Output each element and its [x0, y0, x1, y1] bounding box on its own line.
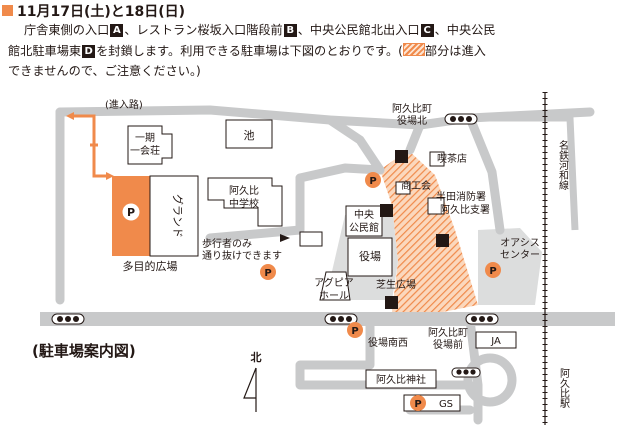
railway-label: 名鉄河和線 — [557, 139, 569, 190]
junior-high-label-1: 阿久比 — [229, 185, 259, 197]
oasis-area-gray — [478, 228, 542, 305]
shrine-label: 阿久比神社 — [376, 373, 426, 386]
north-label: 北 — [251, 350, 262, 364]
road-east — [470, 114, 579, 231]
station-label: 阿久比駅 — [558, 368, 570, 409]
pedestrian-label-2: 通り抜けできます — [202, 249, 282, 262]
intersection-front-label-1: 阿久比町 — [428, 327, 468, 339]
approach-route — [74, 114, 108, 178]
oasis-label-2: センター — [500, 249, 540, 261]
route-arrowhead-1 — [66, 112, 74, 120]
community-center-label-1: 中央 — [354, 208, 374, 221]
multipurpose-field-label: 多目的広場 — [123, 259, 178, 273]
intersection-front-label-2: 役場前 — [433, 338, 463, 351]
parking-marker-label-5: P — [414, 399, 421, 410]
map-title: (駐車場案内図) — [32, 342, 136, 360]
map-badge-b: B — [387, 299, 395, 310]
notice-text-7: 部分は進入 — [424, 43, 486, 58]
chamber-commerce-label: 商工会 — [401, 179, 431, 192]
cafe-label: 喫茶店 — [437, 152, 467, 165]
fire-station-label-1: 半田消防署 — [436, 190, 486, 203]
notice-text-4: 、中央公民 — [434, 23, 496, 37]
ground — [149, 175, 199, 257]
ichigo-label-2: 一会荘 — [130, 144, 160, 157]
key-badge-b: B — [283, 24, 297, 37]
traffic-lights — [51, 113, 499, 378]
road-loop — [463, 353, 517, 407]
notice-text-6: を封鎖します。利用できる駐車場は下図のとおりです。( — [96, 43, 403, 58]
oasis-label-1: オアシス — [500, 237, 540, 249]
parking-marker-label-2: P — [264, 268, 271, 279]
pond-label: 池 — [244, 129, 255, 142]
map-badge-d: D — [397, 153, 405, 164]
map-badge-c: C — [382, 207, 389, 218]
community-center-label-2: 公民館 — [349, 221, 379, 234]
key-badge-c: C — [420, 24, 434, 37]
parking-marker-label-3: P — [351, 326, 358, 337]
pedestrian-label-1: 歩行者のみ — [202, 237, 252, 250]
notice-text-8: できませんので、ご注意ください。) — [8, 64, 201, 78]
parking-marker-label-1: P — [369, 176, 376, 187]
notice-text-5: 館北駐車場東 — [8, 43, 82, 58]
fire-station-label-2: 阿久比支署 — [440, 204, 490, 216]
bullet-square — [2, 5, 13, 16]
buildings — [127, 119, 517, 412]
agupia-label-1: アグピア — [314, 276, 354, 289]
intersection-north-label-2: 役場北 — [397, 114, 427, 127]
parking-markers — [260, 172, 501, 411]
key-badge-d: D — [82, 44, 96, 58]
key-badge-a: A — [110, 24, 124, 37]
gas-station-label: GS — [439, 399, 453, 410]
event-date-text: 11月17日(土)と18日(日) — [17, 4, 186, 20]
notice-text-3: 、中央公民館北出入口 — [297, 23, 420, 37]
map-badge-a: A — [438, 237, 446, 248]
parking-marker-label-4: P — [489, 266, 496, 277]
notice-text-1: 庁舎東側の入口 — [24, 23, 110, 37]
junior-high-label-2: 中学校 — [229, 197, 259, 210]
agupia-label-2: ホール — [319, 290, 349, 302]
parking-icon-label: P — [127, 206, 135, 219]
ichigo-label-1: 一期 — [135, 132, 155, 144]
route-arrowhead-2 — [106, 172, 114, 180]
town-office-label: 役場 — [359, 249, 381, 263]
ja-label: JA — [490, 336, 501, 347]
intersection-north-label-1: 阿久比町 — [392, 103, 432, 115]
southwest-label: 役場南西 — [368, 336, 408, 349]
north-arrow-icon — [243, 367, 257, 412]
pedestrian-arrow — [280, 234, 290, 242]
ground-label: グランド — [171, 194, 185, 238]
event-date: 11月17日(土)と18日(日) — [2, 1, 185, 21]
parking-icon — [121, 202, 141, 222]
notice-text-2: 、レストラン桜坂入口階段前 — [124, 23, 283, 37]
closure-badges — [380, 150, 449, 309]
lawn-plaza-label: 芝生広場 — [376, 278, 416, 291]
hatch-legend-swatch — [402, 42, 425, 56]
approach-road-label: (進入路) — [105, 98, 143, 111]
